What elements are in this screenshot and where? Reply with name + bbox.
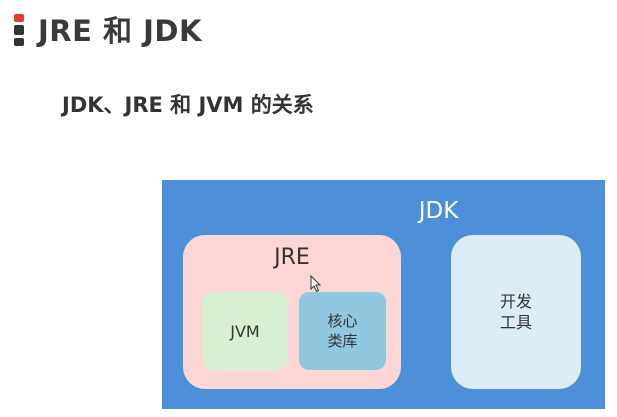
jvm-label: JVM	[230, 321, 260, 341]
jdk-box: JDK JRE JVM 核心 类库 开发 工具	[162, 180, 605, 409]
dev-tools-box: 开发 工具	[451, 235, 581, 389]
title-bullet-icon	[14, 14, 26, 46]
core-library-label-line1: 核心	[327, 312, 358, 330]
jvm-box: JVM	[202, 292, 288, 370]
mouse-cursor-icon	[310, 275, 322, 293]
page-title: JRE 和 JDK	[38, 14, 202, 48]
jdk-label: JDK	[418, 198, 459, 224]
jre-label: JRE	[274, 245, 310, 270]
jre-box: JRE JVM 核心 类库	[183, 235, 401, 389]
core-library-box: 核心 类库	[299, 292, 386, 370]
dev-tools-label-line1: 开发	[499, 292, 532, 311]
dev-tools-label-line2: 工具	[499, 313, 532, 332]
core-library-label-line2: 类库	[327, 332, 358, 350]
slide-subtitle: JDK、JRE 和 JVM 的关系	[62, 93, 314, 117]
